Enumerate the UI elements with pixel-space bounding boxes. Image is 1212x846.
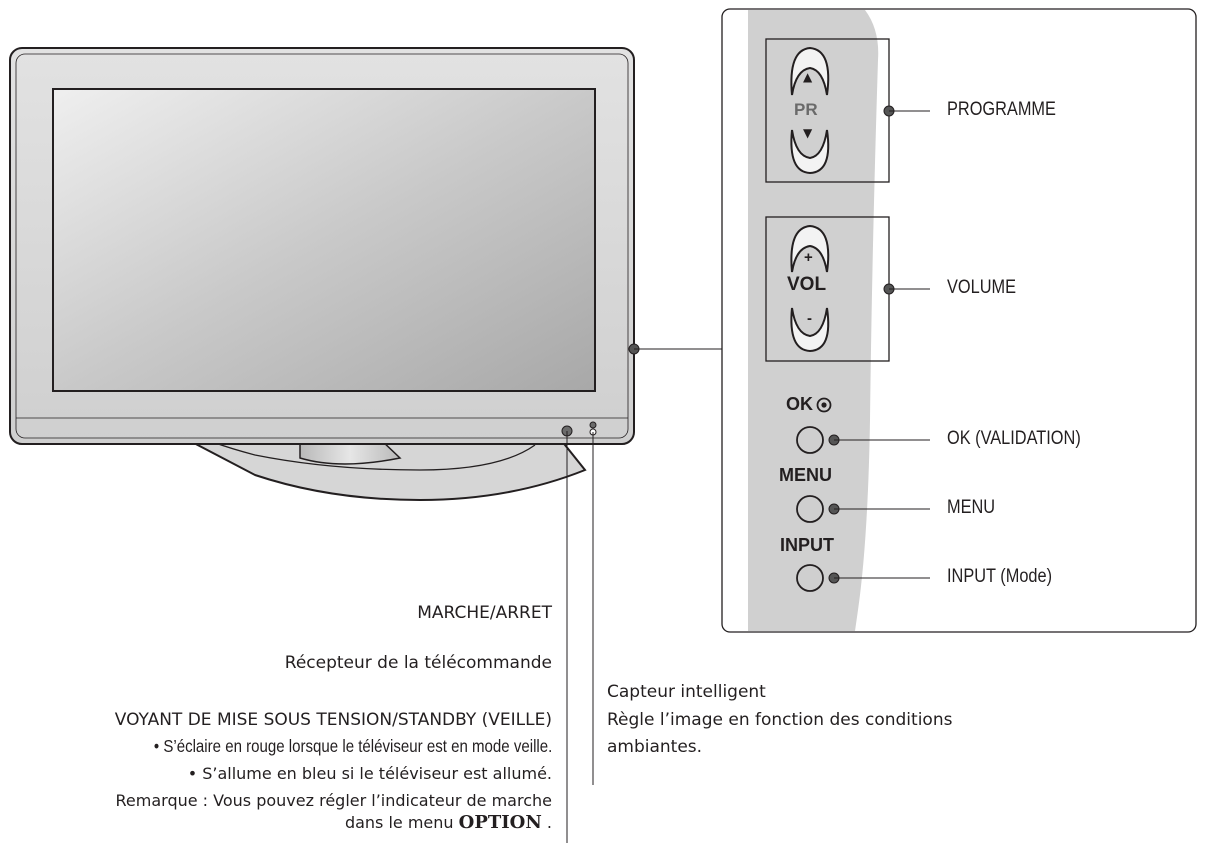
- target-icon: [816, 397, 832, 413]
- pr-up-arrow-icon: ▲: [803, 70, 813, 84]
- vol-label: VOL: [787, 274, 827, 295]
- menu-button[interactable]: [796, 495, 824, 523]
- ok-label: OK: [786, 394, 813, 414]
- vol-down-button[interactable]: [790, 307, 830, 353]
- tv-bezel-inner: [15, 53, 629, 439]
- option-menu-name: OPTION: [458, 812, 542, 833]
- pr-label: PR: [794, 100, 818, 119]
- remark-line-1: Remarque : Vous pouvez régler l’indicate…: [115, 791, 552, 810]
- tv-screen: [52, 88, 596, 392]
- remark-line-2: dans le menu OPTION .: [345, 812, 552, 833]
- intelligent-sensor-desc-1: Règle l’image en fonction des conditions: [607, 710, 953, 730]
- remark-line-2-suffix: .: [546, 813, 552, 832]
- remark-line-2-prefix: dans le menu: [344, 813, 454, 832]
- volume-label: VOLUME: [947, 277, 1017, 298]
- indicator-note-red: • S’éclaire en rouge lorsque le télévise…: [153, 736, 552, 756]
- intelligent-sensor-title: Capteur intelligent: [607, 682, 766, 702]
- vol-plus-icon: +: [804, 249, 813, 266]
- side-panel-strip: [748, 10, 879, 631]
- indicator-title: VOYANT DE MISE SOUS TENSION/STANDBY (VEI…: [114, 710, 552, 730]
- indicator-note-blue: • S’allume en bleu si le téléviseur est …: [187, 764, 552, 783]
- pr-up-button[interactable]: [790, 46, 830, 96]
- input-mode-label: INPUT (Mode): [947, 566, 1053, 587]
- menu-callout-label: MENU: [947, 497, 996, 518]
- intelligent-sensor-desc-2: ambiantes.: [607, 737, 703, 757]
- programme-label: PROGRAMME: [947, 99, 1056, 120]
- input-button[interactable]: [796, 564, 824, 592]
- power-label: MARCHE/ARRET: [417, 603, 552, 623]
- ok-validation-label: OK (VALIDATION): [947, 428, 1081, 449]
- menu-label: MENU: [779, 465, 832, 485]
- remote-sensor-dot: [589, 421, 597, 429]
- pr-down-button[interactable]: [790, 129, 830, 175]
- vol-up-button[interactable]: [790, 224, 830, 273]
- input-label: INPUT: [780, 535, 834, 555]
- ok-button[interactable]: [796, 426, 824, 454]
- vol-minus-icon: -: [807, 310, 812, 327]
- pr-down-arrow-icon: ▼: [803, 126, 813, 140]
- remote-receiver-label: Récepteur de la télécommande: [284, 653, 552, 673]
